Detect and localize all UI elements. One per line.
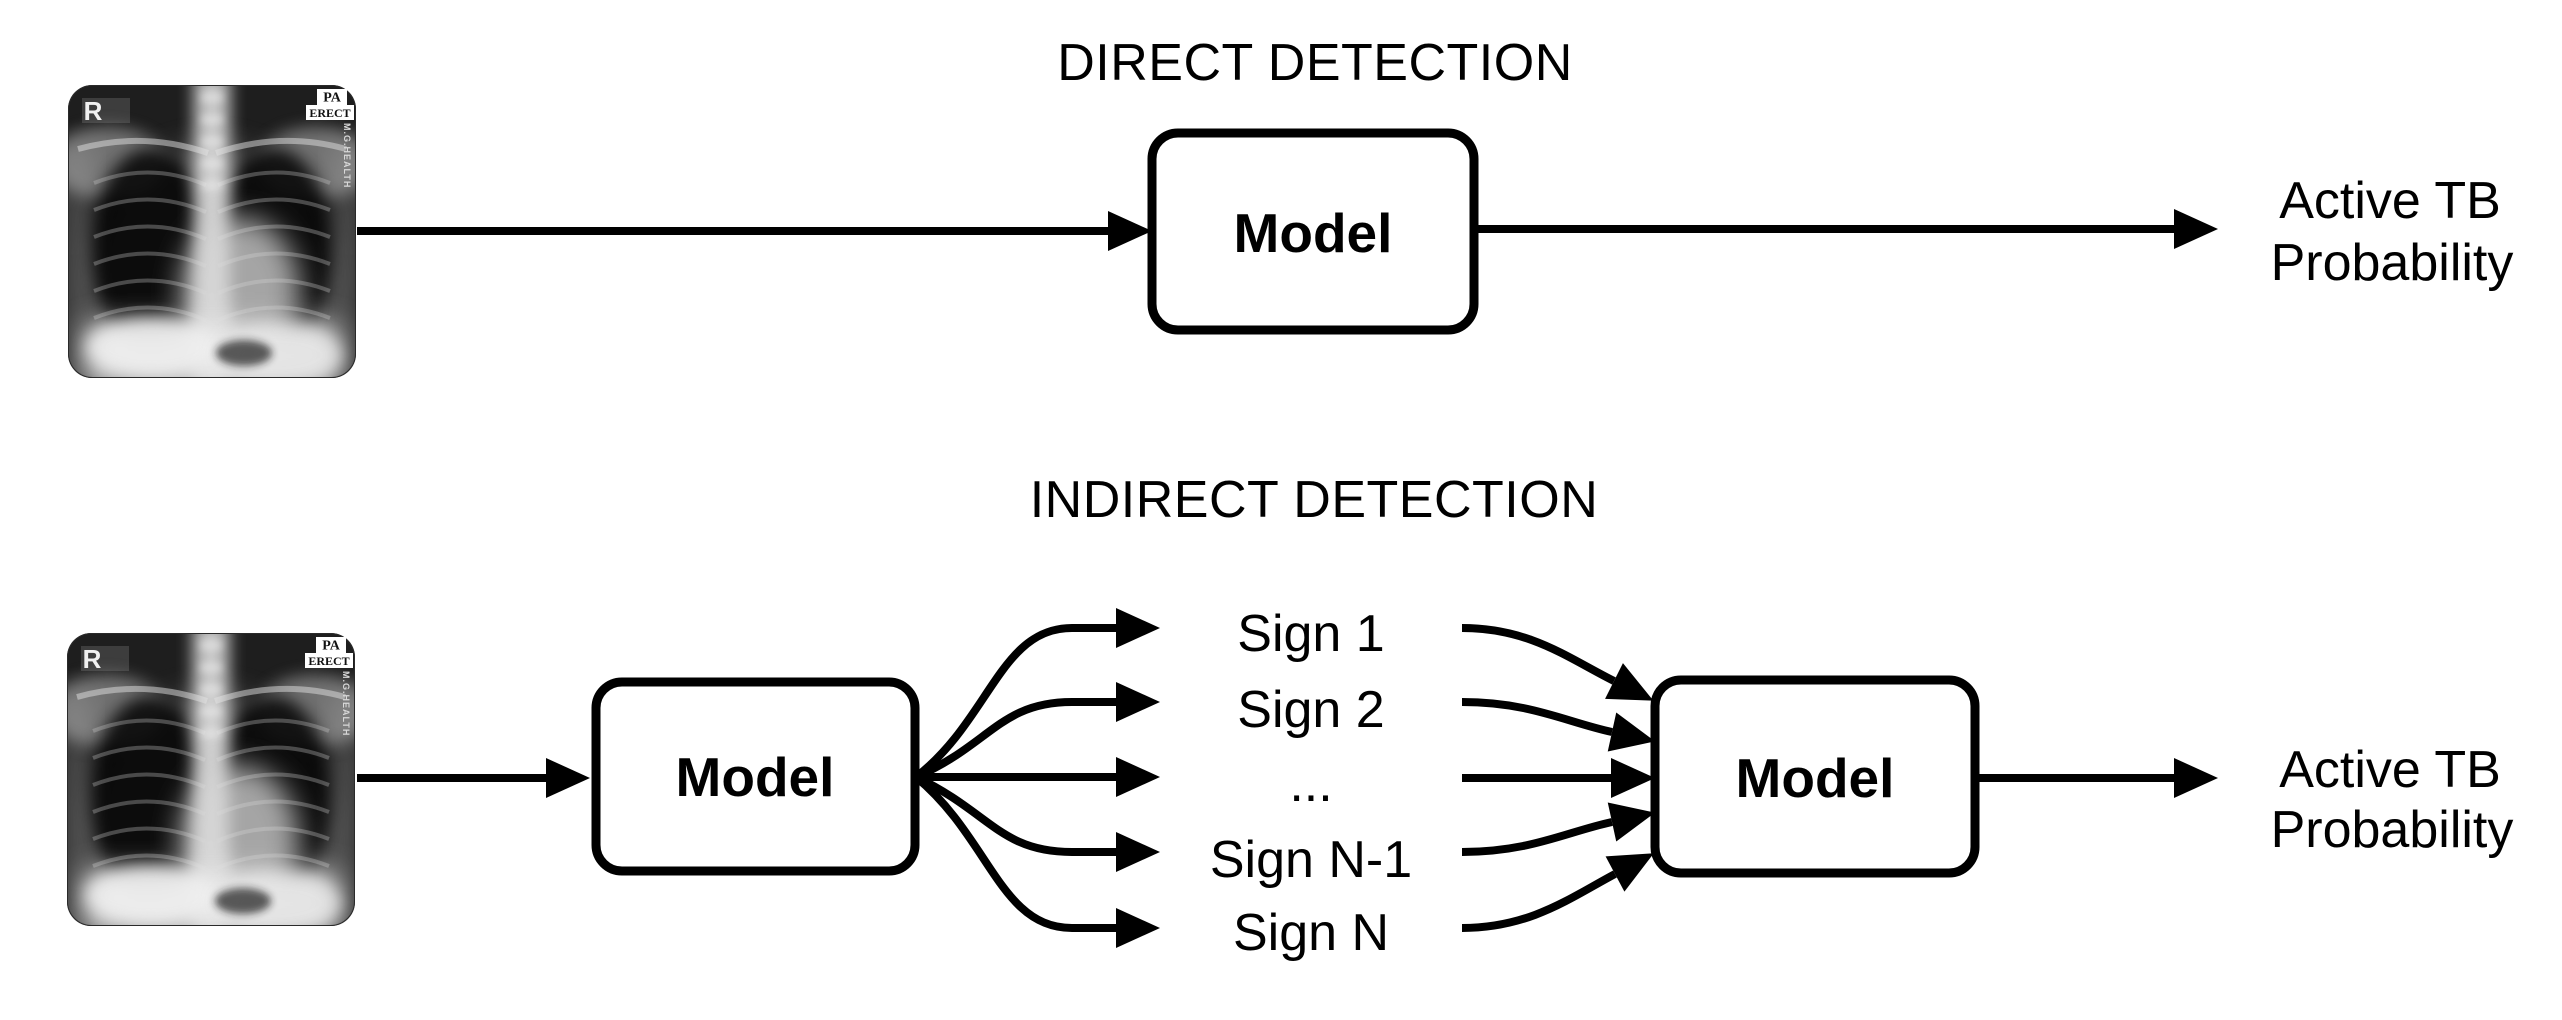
xray-position-label: ERECT [309, 106, 350, 120]
sign-list: Sign 1 Sign 2 ... Sign N-1 Sign N [1210, 605, 1412, 962]
output-indirect-line1: Active TB [2279, 741, 2501, 799]
sign-label-n-1: Sign N-1 [1210, 831, 1412, 889]
chest-xray-image [50, 75, 374, 415]
chest-xray-image [49, 623, 373, 963]
xray-direct: R PA ERECT M.G.HEALTH [50, 75, 374, 415]
output-direct-line1: Active TB [2279, 172, 2501, 230]
arrow-to-sign-n-1 [914, 773, 1160, 872]
xray-side-marker: R [84, 96, 103, 126]
xray-view-label: PA [322, 639, 341, 654]
arrow-sign-2-to-model2 [1461, 698, 1655, 752]
arrow-to-sign-1 [913, 608, 1160, 781]
xray-position-stamp-box [306, 105, 354, 120]
indirect-detection-title: INDIRECT DETECTION [1030, 471, 1599, 529]
arrow-to-sign-n [913, 773, 1160, 948]
output-direct: Active TB Probability [2271, 172, 2514, 292]
output-indirect: Active TB Probability [2271, 741, 2514, 859]
model-label-direct: Model [1234, 202, 1393, 264]
xray-view-stamp-box [317, 89, 347, 106]
output-direct-line2: Probability [2271, 234, 2514, 292]
sign-label-ellipsis: ... [1289, 755, 1332, 813]
xray-side-marker-plate [81, 646, 129, 671]
model1-box-indirect [591, 677, 920, 876]
arrow-sign-n-1-to-model2 [1461, 802, 1655, 856]
xray-position-stamp-box [305, 653, 353, 668]
arrow-sign-n-to-model2 [1461, 853, 1654, 932]
arrow-to-sign-2 [914, 682, 1160, 781]
sign-label-2: Sign 2 [1237, 681, 1384, 739]
direct-detection-title: DIRECT DETECTION [1057, 34, 1573, 92]
sign-label-1: Sign 1 [1237, 605, 1384, 663]
output-indirect-line2: Probability [2271, 801, 2514, 859]
fanout-model1-to-signs [913, 608, 1160, 948]
fanin-signs-to-model2 [1461, 624, 1655, 932]
model1-label-indirect: Model [676, 746, 835, 808]
xray-edge-text: M.G.HEALTH [342, 123, 352, 188]
xray-view-stamp-box [316, 637, 346, 654]
xray-side-marker: R [83, 644, 102, 674]
sign-label-n: Sign N [1233, 904, 1389, 962]
model2-label-indirect: Model [1736, 747, 1895, 809]
arrow-sign-1-to-model2 [1461, 624, 1654, 701]
xray-position-label: ERECT [308, 654, 349, 668]
xray-edge-text: M.G.HEALTH [341, 671, 351, 736]
xray-indirect: R PA ERECT M.G.HEALTH [49, 623, 373, 963]
xray-view-label: PA [323, 91, 342, 106]
xray-side-marker-plate [82, 98, 130, 123]
